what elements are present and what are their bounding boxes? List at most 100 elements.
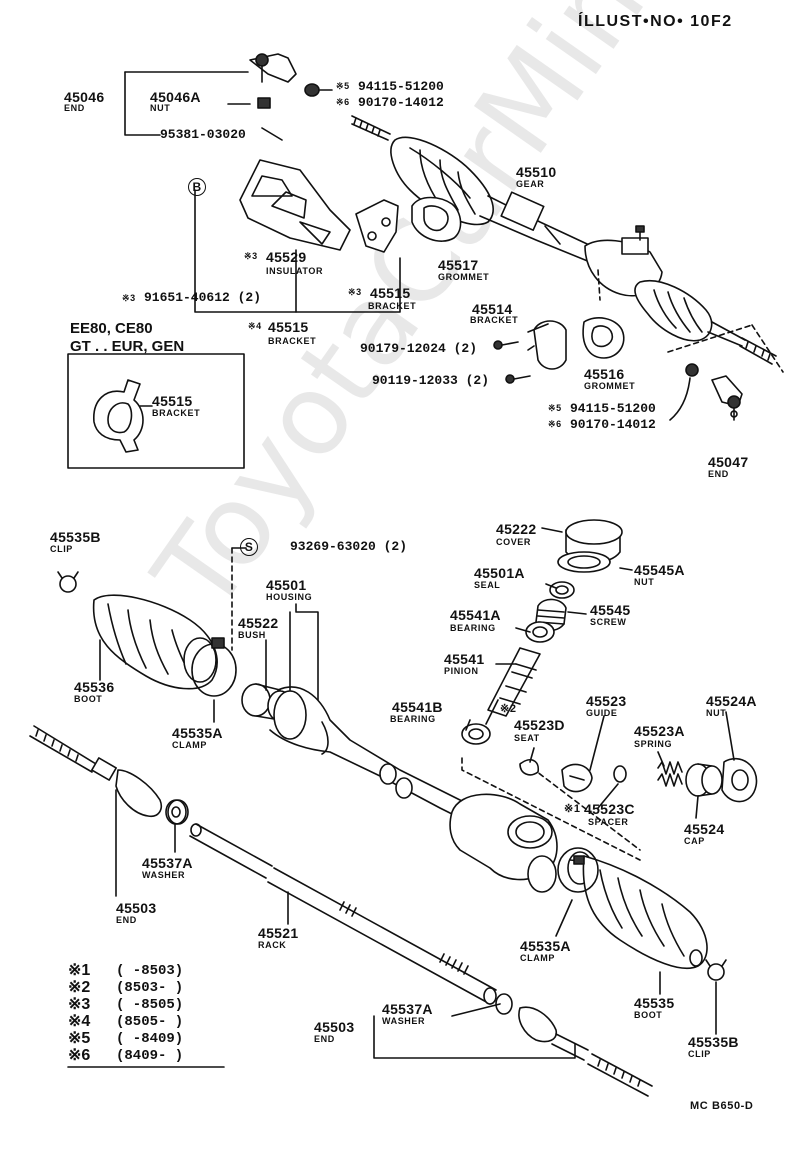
legend-range: ( -8505) xyxy=(116,997,184,1013)
applicability-line-2: GT . . EUR, GEN xyxy=(70,338,185,355)
part-name-45541b: BEARING xyxy=(390,714,436,724)
part-number-45535b-right: 45535B xyxy=(688,1034,739,1050)
seal-45501a xyxy=(549,581,575,599)
part-number-45524a: 45524A xyxy=(706,693,757,709)
part-number-45541b: 45541B xyxy=(392,699,443,715)
nut-45545a xyxy=(557,551,611,573)
mark-90170-right: ※6 xyxy=(548,419,562,429)
part-number-45541a: 45541A xyxy=(450,607,501,623)
legend-range: ( -8503) xyxy=(116,963,184,979)
part-name-45535a-right: CLAMP xyxy=(520,953,555,963)
part-number-45510: 45510 xyxy=(516,164,557,180)
part-name-45501: HOUSING xyxy=(266,592,313,602)
part-number-45524: 45524 xyxy=(684,821,725,837)
lock-nut-top xyxy=(304,83,333,97)
part-name-45523a: SPRING xyxy=(634,739,673,749)
applicability-box xyxy=(67,353,245,469)
part-name-45515-mid: BRACKET xyxy=(268,336,317,346)
part-number-45514: 45514 xyxy=(472,301,513,317)
bracket-45515-top xyxy=(355,199,399,253)
part-name-45524: CAP xyxy=(684,836,705,846)
part-name-45510: GEAR xyxy=(516,179,545,189)
part-name-45545: SCREW xyxy=(590,617,627,627)
gear-left-boot xyxy=(390,136,494,226)
part-number-45535a-left: 45535A xyxy=(172,725,223,741)
part-name-45503-left: END xyxy=(116,915,137,925)
part-number-45503-right: 45503 xyxy=(314,1019,355,1035)
part-name-45501a: SEAL xyxy=(474,580,501,590)
part-number-90170-right: 90170-14012 xyxy=(570,417,656,432)
spring-45523a xyxy=(657,761,683,787)
spacer-45523c xyxy=(613,765,627,783)
legend-range: ( -8409) xyxy=(116,1031,184,1047)
part-name-45523c: SPACER xyxy=(588,817,629,827)
mark-45529: ※3 xyxy=(244,251,258,261)
part-name-45536: BOOT xyxy=(74,694,103,704)
guide-45523 xyxy=(561,763,593,793)
legend-key: ※6 xyxy=(68,1047,91,1064)
boot-45536 xyxy=(92,594,218,690)
clamp-45535a-left xyxy=(191,637,237,697)
part-name-45541a: BEARING xyxy=(450,623,496,633)
pinion-45541 xyxy=(485,647,541,725)
bracket-45514 xyxy=(527,320,567,370)
part-number-45523c: 45523C xyxy=(584,801,635,817)
washer-45537a-left xyxy=(167,799,189,825)
part-number-94115-top: 94115-51200 xyxy=(358,79,444,94)
part-name-45541: PINION xyxy=(444,666,479,676)
part-number-45535: 45535 xyxy=(634,995,675,1011)
seat-45523d xyxy=(519,759,540,776)
part-number-45523d: 45523D xyxy=(514,717,565,733)
mark-90170-top: ※6 xyxy=(336,97,350,107)
lock-nut-right xyxy=(685,363,699,377)
part-name-45529: INSULATOR xyxy=(266,266,324,276)
cotter-pin xyxy=(261,127,283,141)
part-number-45046: 45046 xyxy=(64,89,105,105)
bolt-90179 xyxy=(493,340,519,350)
part-number-45503-left: 45503 xyxy=(116,900,157,916)
part-number-91651: 91651-40612 (2) xyxy=(144,290,262,305)
part-number-45047: 45047 xyxy=(708,454,749,470)
rack-45521 xyxy=(189,823,497,1005)
part-number-45501: 45501 xyxy=(266,577,307,593)
legend-key: ※4 xyxy=(68,1013,91,1030)
part-number-90119: 90119-12033 (2) xyxy=(372,373,490,388)
tie-rod-end-45046 xyxy=(249,53,297,83)
legend-key: ※1 xyxy=(68,962,91,979)
part-name-45524a: NUT xyxy=(706,708,727,718)
part-name-45522: BUSH xyxy=(238,630,266,640)
part-name-45535: BOOT xyxy=(634,1010,663,1020)
part-number-45515-mid: 45515 xyxy=(268,319,309,335)
part-number-45535b-left: 45535B xyxy=(50,529,101,545)
mark-94115-top: ※5 xyxy=(336,81,350,91)
mark-45515-top: ※3 xyxy=(348,287,362,297)
pinion-housing xyxy=(449,793,558,893)
cap-45524 xyxy=(685,763,723,797)
nut-45524a xyxy=(721,757,758,803)
reference-s-marker: S xyxy=(240,538,258,556)
legend-key: ※5 xyxy=(68,1030,91,1047)
part-number-45529: 45529 xyxy=(266,249,307,265)
housing-45501 xyxy=(269,686,501,829)
part-name-45047: END xyxy=(708,469,729,479)
part-number-45515-alt: 45515 xyxy=(152,393,193,409)
mark-45523c: ※1 xyxy=(564,803,581,815)
part-name-45523d: SEAT xyxy=(514,733,540,743)
part-number-90170-top: 90170-14012 xyxy=(358,95,444,110)
leader-45046-group xyxy=(124,71,161,136)
part-number-45046a: 45046A xyxy=(150,89,201,105)
clip-45535b-left xyxy=(57,571,79,593)
part-number-45545: 45545 xyxy=(590,602,631,618)
rack-end-45503-right xyxy=(495,993,653,1097)
drawing-code: MC B650-D xyxy=(690,1100,754,1112)
part-name-45535a-left: CLAMP xyxy=(172,740,207,750)
part-name-45046a: NUT xyxy=(150,103,171,113)
grommet-45516 xyxy=(582,317,625,359)
part-number-45537a-left: 45537A xyxy=(142,855,193,871)
part-number-45517: 45517 xyxy=(438,257,479,273)
bracket-45515-alt xyxy=(93,379,144,453)
part-number-94115-right: 94115-51200 xyxy=(570,401,656,416)
part-number-45515-top: 45515 xyxy=(370,285,411,301)
part-number-45522: 45522 xyxy=(238,615,279,631)
